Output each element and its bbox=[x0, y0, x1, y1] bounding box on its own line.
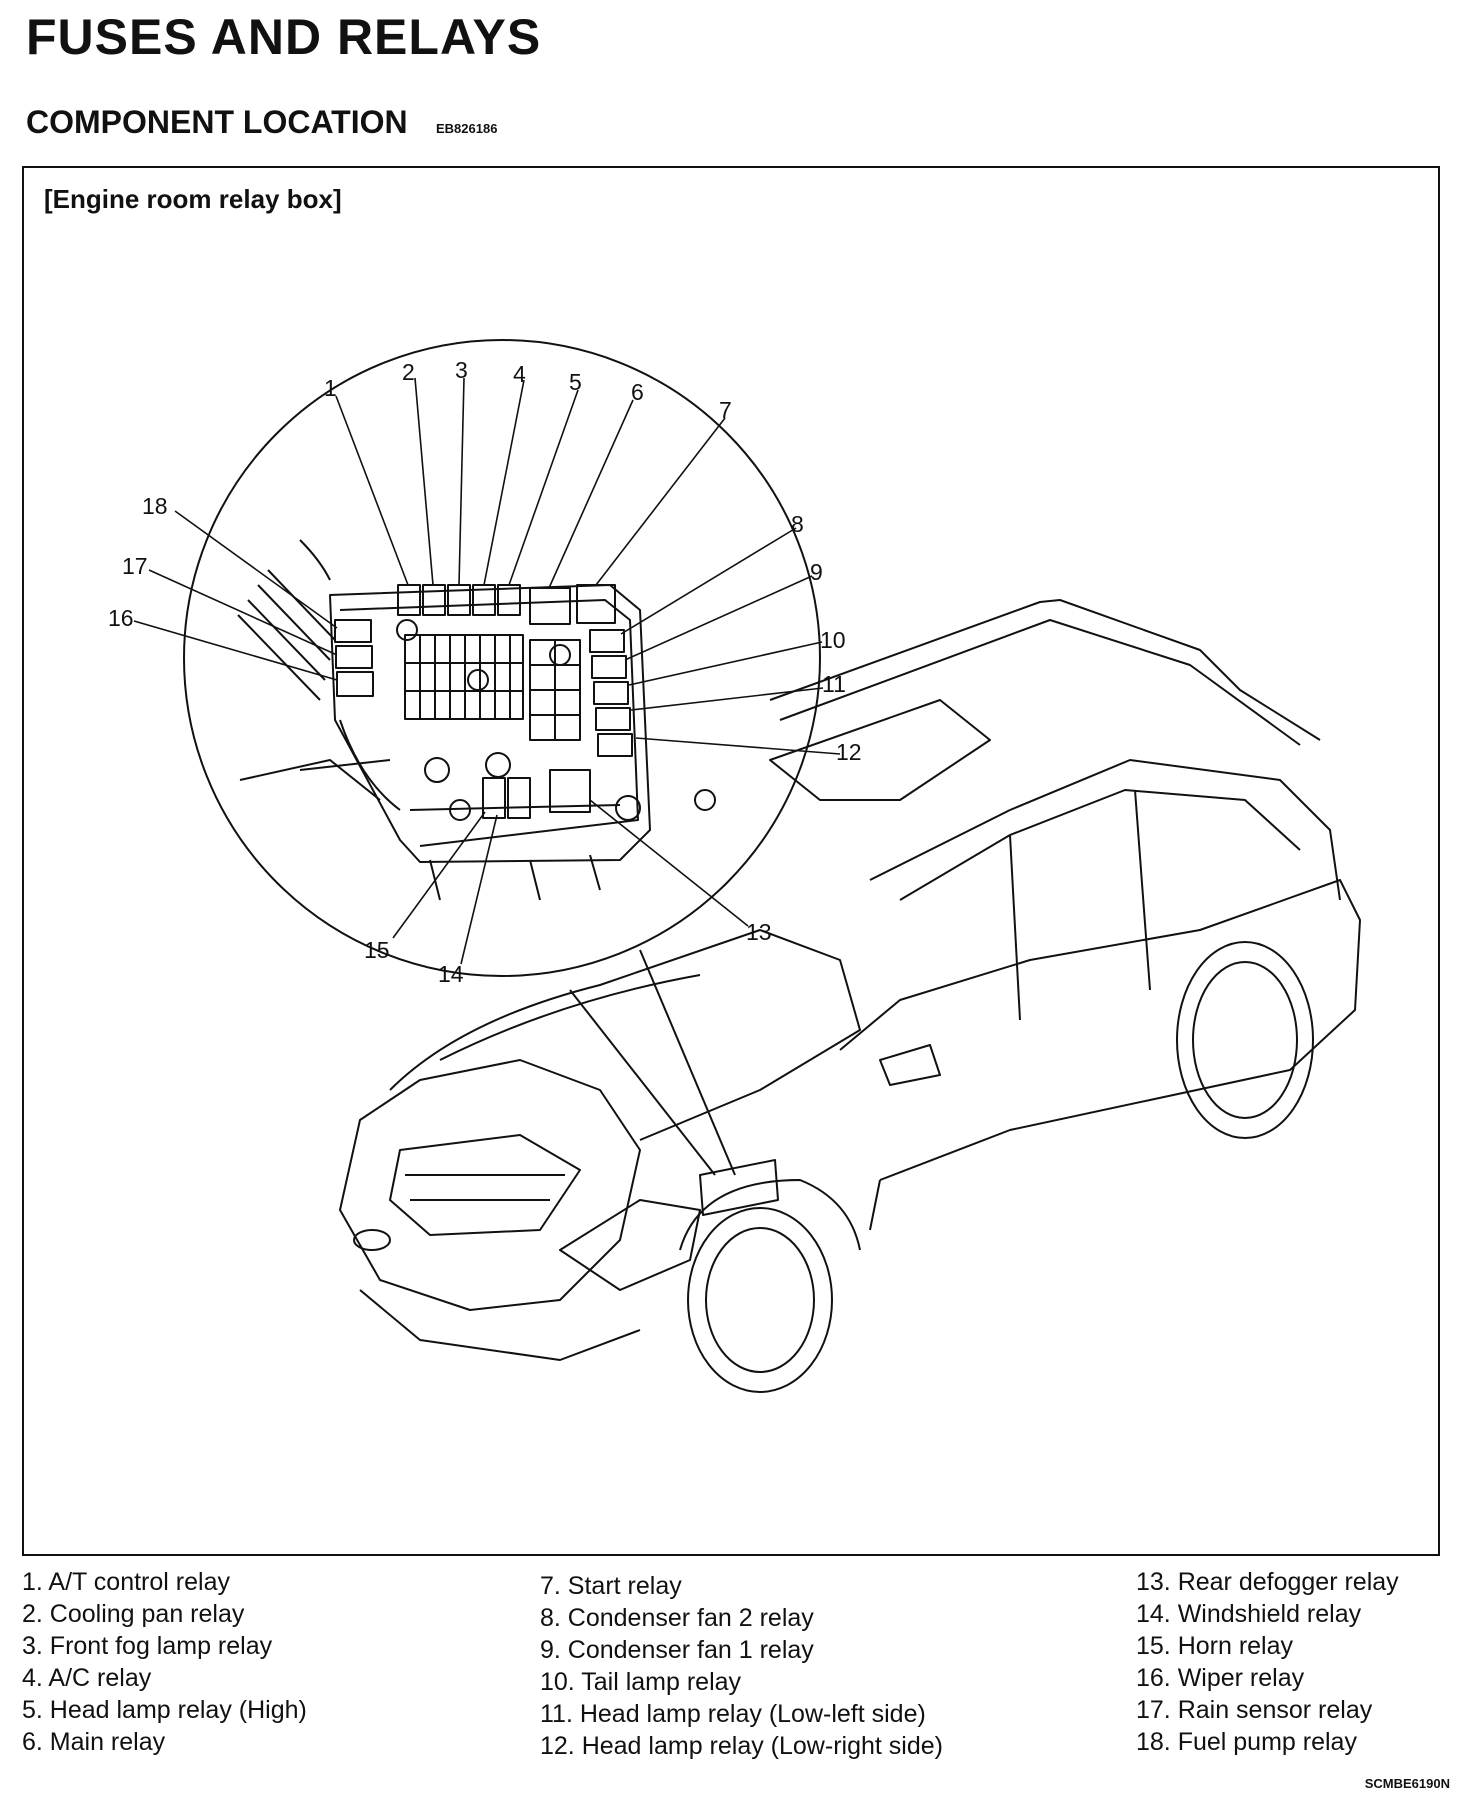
legend-item: 1. A/T control relay bbox=[22, 1568, 230, 1596]
legend-item: 2. Cooling pan relay bbox=[22, 1600, 245, 1628]
callout-15: 15 bbox=[364, 937, 390, 963]
callout-18: 18 bbox=[142, 493, 168, 519]
legend-item: 10. Tail lamp relay bbox=[540, 1668, 742, 1696]
relay-box-detail bbox=[237, 539, 716, 901]
legend-item: 18. Fuel pump relay bbox=[1136, 1728, 1357, 1756]
legend-item: 5. Head lamp relay (High) bbox=[22, 1696, 307, 1724]
page-title: FUSES AND RELAYS bbox=[26, 9, 542, 65]
legend-column-3: 13. Rear defogger relay 14. Windshield r… bbox=[1136, 1566, 1399, 1758]
zoom-pointer-line bbox=[569, 989, 716, 1176]
vehicle-illustration bbox=[339, 599, 1361, 1393]
legend-item: 11. Head lamp relay (Low-left side) bbox=[540, 1700, 926, 1728]
legend-item: 13. Rear defogger relay bbox=[1136, 1568, 1399, 1596]
callout-1: 1 bbox=[324, 375, 337, 401]
figure-code: SCMBE6190N bbox=[1364, 1776, 1450, 1791]
callout-7: 7 bbox=[719, 397, 732, 423]
figure-frame: [Engine room relay box] bbox=[22, 166, 1440, 1556]
zoom-pointer-line bbox=[639, 949, 736, 1176]
legend-item: 12. Head lamp relay (Low-right side) bbox=[540, 1732, 943, 1760]
legend-item: 17. Rain sensor relay bbox=[1136, 1696, 1373, 1724]
callout-6: 6 bbox=[631, 379, 644, 405]
callout-10: 10 bbox=[820, 627, 846, 653]
legend-item: 8. Condenser fan 2 relay bbox=[540, 1604, 814, 1632]
callout-9: 9 bbox=[810, 559, 823, 585]
legend-item: 16. Wiper relay bbox=[1136, 1664, 1305, 1692]
figure-caption: [Engine room relay box] bbox=[44, 184, 342, 214]
relay-box-diagram: 1 2 3 4 5 6 7 8 9 10 11 12 13 14 15 16 1… bbox=[108, 339, 1361, 1393]
legend-column-2: 7. Start relay 8. Condenser fan 2 relay … bbox=[540, 1570, 943, 1762]
magnifier-circle bbox=[183, 339, 821, 977]
legend-item: 4. A/C relay bbox=[22, 1664, 152, 1692]
callout-14: 14 bbox=[438, 961, 464, 987]
callout-leaders bbox=[133, 377, 841, 965]
callout-labels: 1 2 3 4 5 6 7 8 9 10 11 12 13 14 15 16 1… bbox=[108, 357, 862, 987]
legend-item: 14. Windshield relay bbox=[1136, 1600, 1362, 1628]
legend-item: 7. Start relay bbox=[540, 1572, 682, 1600]
callout-2: 2 bbox=[402, 359, 415, 385]
legend-item: 15. Horn relay bbox=[1136, 1632, 1294, 1660]
callout-16: 16 bbox=[108, 605, 134, 631]
legend-column-1: 1. A/T control relay 2. Cooling pan rela… bbox=[22, 1566, 307, 1758]
legend: 1. A/T control relay 2. Cooling pan rela… bbox=[0, 1566, 1472, 1766]
callout-11: 11 bbox=[822, 671, 846, 697]
legend-item: 3. Front fog lamp relay bbox=[22, 1632, 273, 1660]
callout-4: 4 bbox=[513, 361, 526, 387]
relay-box-location-marker bbox=[699, 1159, 779, 1216]
document-code: EB826186 bbox=[436, 121, 498, 136]
callout-3: 3 bbox=[455, 357, 468, 383]
callout-8: 8 bbox=[791, 511, 804, 537]
section-title: COMPONENT LOCATION bbox=[26, 104, 408, 140]
callout-17: 17 bbox=[122, 553, 148, 579]
legend-item: 9. Condenser fan 1 relay bbox=[540, 1636, 814, 1664]
callout-12: 12 bbox=[836, 739, 862, 765]
callout-5: 5 bbox=[569, 369, 582, 395]
callout-13: 13 bbox=[746, 919, 772, 945]
legend-item: 6. Main relay bbox=[22, 1728, 166, 1756]
